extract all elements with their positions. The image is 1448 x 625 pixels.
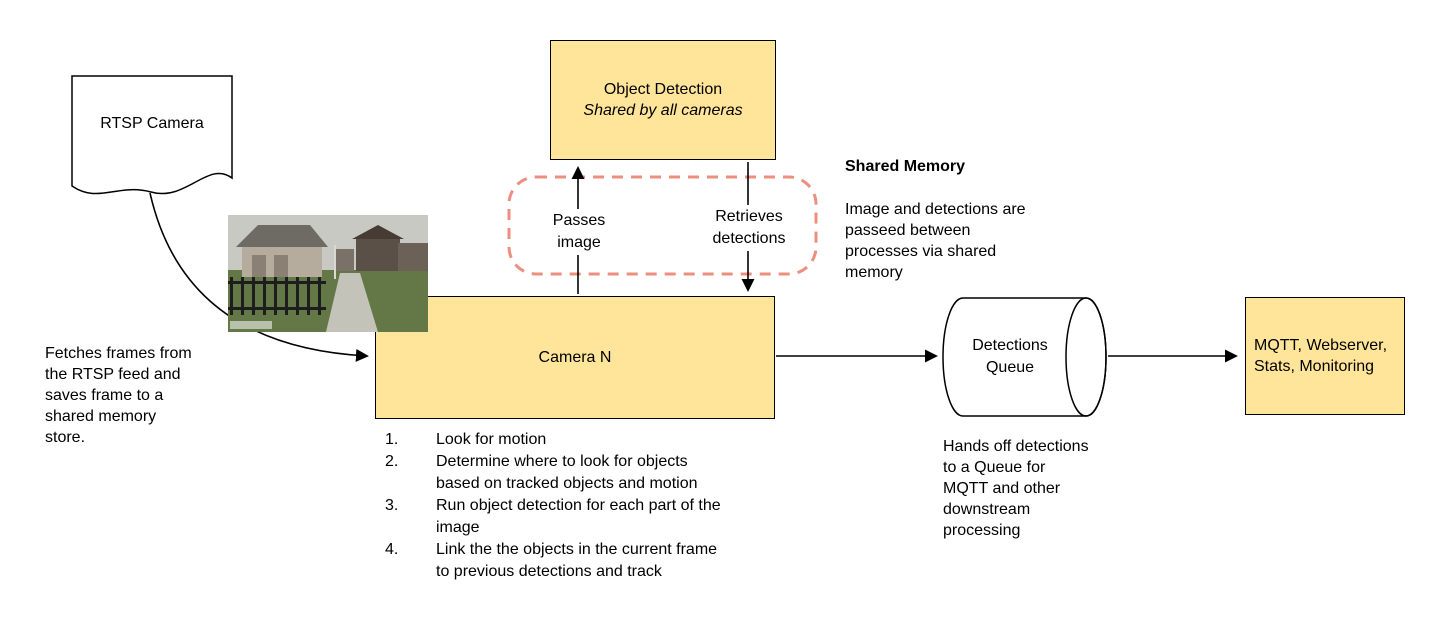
hands-off-note: Hands off detections to a Queue for MQTT… xyxy=(943,438,1089,539)
object-detection-title: Object Detection xyxy=(603,81,723,98)
step-number: 1. xyxy=(385,431,399,448)
detections-queue-label: Detections Queue xyxy=(972,337,1048,376)
camera-steps-list: 1. Look for motion 2. Determine where to… xyxy=(385,429,721,583)
mqtt-label: MQTT, Webserver, Stats, Monitoring xyxy=(1254,337,1388,375)
rtsp-camera-document-shape xyxy=(71,75,233,195)
arrow-rtsp-to-camera xyxy=(149,192,369,362)
list-item: 1. Look for motion xyxy=(385,429,721,451)
fetches-frames-note: Fetches frames from the RTSP feed and sa… xyxy=(45,345,192,446)
object-detection-node: Object Detection Shared by all cameras xyxy=(550,40,776,160)
step-text: Determine where to look for objects base… xyxy=(436,453,698,492)
step-text: Look for motion xyxy=(436,431,547,448)
list-item: 2. Determine where to look for objects b… xyxy=(385,451,721,495)
object-detection-subtitle: Shared by all cameras xyxy=(583,102,743,119)
retrieves-detections-edge-label: Retrieves detections xyxy=(701,205,797,251)
rtsp-camera-label: RTSP Camera xyxy=(100,115,204,132)
camera-n-label: Camera N xyxy=(538,349,612,366)
step-text: Link the the objects in the current fram… xyxy=(436,541,718,580)
passes-image-edge-label: Passes image xyxy=(541,209,617,255)
camera-snapshot-image xyxy=(228,215,428,332)
mqtt-node: MQTT, Webserver, Stats, Monitoring xyxy=(1245,297,1405,415)
list-item: 4. Link the the objects in the current f… xyxy=(385,539,721,583)
list-item: 3. Run object detection for each part of… xyxy=(385,495,721,539)
shared-memory-note: Shared Memory Image and detections are p… xyxy=(845,135,1080,304)
camera-n-node: Camera N xyxy=(375,296,775,419)
shared-memory-note-title: Shared Memory xyxy=(845,158,966,175)
shared-memory-note-body: Image and detections are passeed between… xyxy=(845,201,1026,281)
step-number: 2. xyxy=(385,453,399,470)
camera-snapshot-art xyxy=(228,215,428,332)
step-number: 4. xyxy=(385,541,399,558)
step-number: 3. xyxy=(385,497,399,514)
detections-queue-cylinder-rim xyxy=(1065,297,1107,417)
step-text: Run object detection for each part of th… xyxy=(436,497,721,536)
